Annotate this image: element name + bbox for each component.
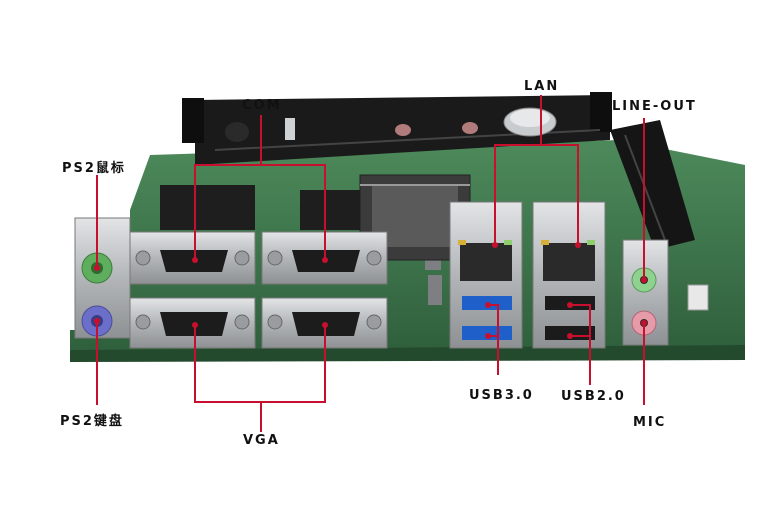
- callout-usb3: [488, 304, 499, 375]
- label-com: COM: [242, 98, 282, 113]
- heatsink: [160, 185, 360, 230]
- label-line-out: LINE-OUT: [612, 99, 697, 114]
- label-usb2: USB2.0: [561, 389, 626, 404]
- ps2-ports: [74, 217, 131, 339]
- label-lan: LAN: [524, 79, 560, 94]
- callout-lan: [494, 144, 579, 245]
- label-mic: MIC: [633, 415, 667, 430]
- lan-usb-stack-left: [449, 201, 523, 349]
- label-ps2-mouse: PS2鼠标: [62, 161, 126, 176]
- label-ps2-keyboard: PS2键盘: [60, 414, 124, 429]
- lan-usb-stack-right: [532, 201, 606, 349]
- cmos-battery: [503, 107, 557, 137]
- label-vga: VGA: [243, 433, 280, 448]
- label-usb3: USB3.0: [469, 388, 534, 403]
- capacitors: [225, 118, 478, 305]
- callout-usb2: [570, 304, 591, 385]
- audio-jacks: [622, 239, 669, 346]
